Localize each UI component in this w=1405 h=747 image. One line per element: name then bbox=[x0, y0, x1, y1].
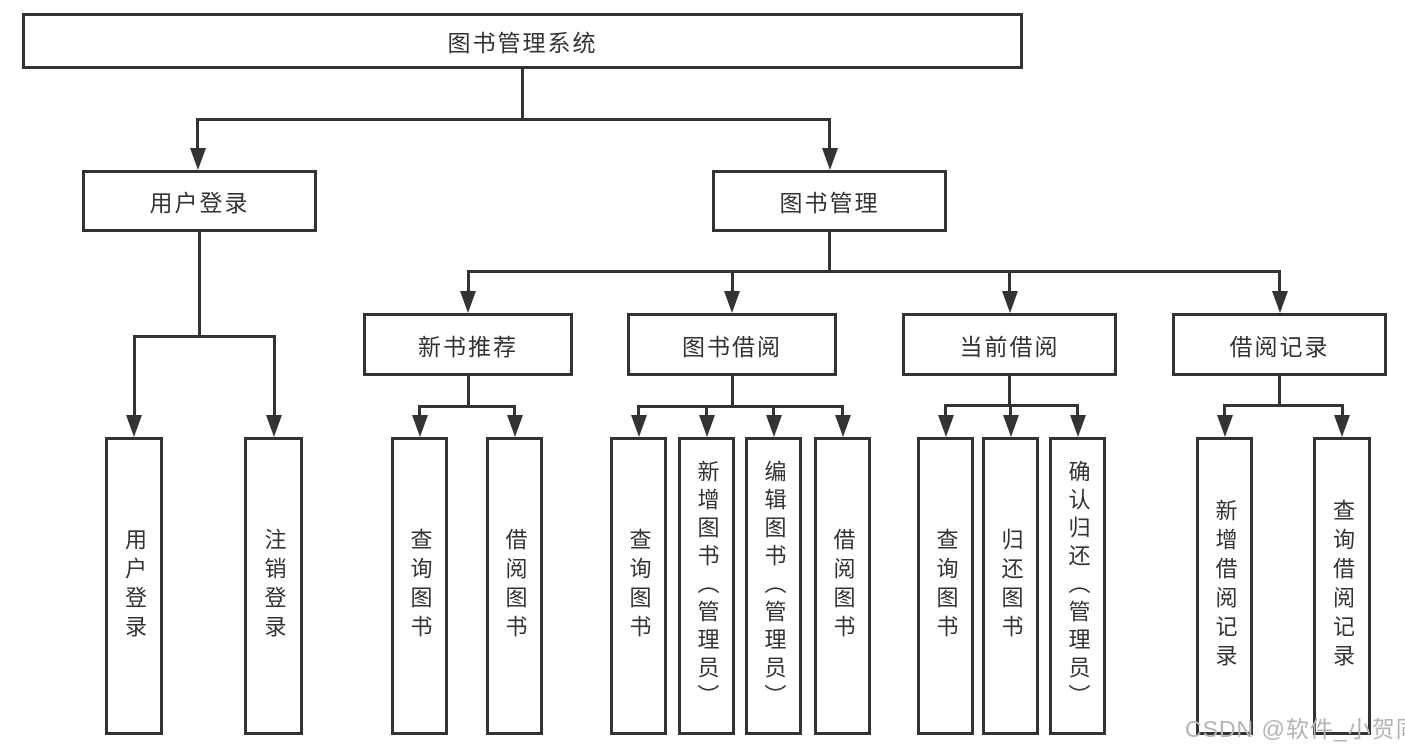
connector-line bbox=[133, 335, 276, 338]
arrowhead-icon bbox=[126, 415, 142, 437]
arrowhead-icon bbox=[834, 415, 851, 437]
connector-line bbox=[637, 405, 640, 418]
leaf-confirm-return-admin: 确认归还（管理员） bbox=[1049, 437, 1106, 735]
leaf-borrow-books-recommend: 借阅图书 bbox=[486, 437, 543, 735]
node-user-login: 用户登录 bbox=[82, 170, 317, 232]
connector-line bbox=[521, 69, 524, 121]
arrowhead-icon bbox=[506, 415, 523, 437]
node-current-borrowing: 当前借阅 bbox=[902, 313, 1117, 376]
leaf-query-books-borrowing: 查询图书 bbox=[610, 437, 667, 735]
leaf-logout: 注销登录 bbox=[244, 437, 303, 735]
connector-line bbox=[1076, 404, 1079, 418]
connector-line bbox=[1340, 404, 1344, 418]
connector-line bbox=[828, 118, 831, 150]
node-new-book-recommend: 新书推荐 bbox=[363, 313, 573, 376]
connector-line bbox=[272, 335, 276, 417]
node-book-borrowing: 图书借阅 bbox=[627, 313, 837, 376]
connector-line bbox=[1008, 376, 1011, 407]
connector-line bbox=[730, 270, 734, 293]
connector-line bbox=[705, 405, 708, 418]
node-library-system: 图书管理系统 bbox=[22, 13, 1023, 69]
arrowhead-icon bbox=[724, 291, 740, 313]
connector-line bbox=[196, 118, 831, 121]
connector-line bbox=[513, 405, 516, 418]
arrowhead-icon bbox=[1001, 291, 1018, 313]
csdn-watermark: CSDN @软件_小贺同学 bbox=[1185, 716, 1405, 742]
connector-line bbox=[637, 405, 844, 408]
connector-line bbox=[418, 405, 421, 418]
arrowhead-icon bbox=[189, 148, 206, 170]
arrowhead-icon bbox=[460, 291, 476, 313]
leaf-query-books-current: 查询图书 bbox=[917, 437, 974, 735]
arrowhead-icon bbox=[937, 415, 954, 437]
arrowhead-icon bbox=[765, 415, 782, 437]
connector-line bbox=[1009, 404, 1012, 418]
leaf-query-borrow-record: 查询借阅记录 bbox=[1313, 437, 1371, 735]
connector-line bbox=[828, 232, 831, 272]
connector-line bbox=[418, 405, 516, 408]
arrowhead-icon bbox=[821, 148, 838, 170]
arrowhead-icon bbox=[1216, 415, 1233, 437]
connector-line bbox=[196, 118, 199, 150]
arrowhead-icon bbox=[411, 415, 428, 437]
connector-line bbox=[1223, 404, 1343, 407]
arrowhead-icon bbox=[1334, 415, 1350, 437]
connector-line bbox=[730, 376, 734, 408]
arrowhead-icon bbox=[1271, 291, 1288, 313]
leaf-query-books-recommend: 查询图书 bbox=[391, 437, 448, 735]
connector-line bbox=[944, 404, 947, 418]
connector-line bbox=[841, 405, 844, 418]
arrowhead-icon bbox=[1069, 415, 1086, 437]
leaf-borrow-books-borrowing: 借阅图书 bbox=[814, 437, 871, 735]
leaf-edit-books-admin: 编辑图书（管理员） bbox=[745, 437, 802, 735]
connector-line bbox=[1008, 270, 1011, 293]
arrowhead-icon bbox=[1002, 415, 1019, 437]
node-borrowing-records: 借阅记录 bbox=[1172, 313, 1387, 376]
connector-line bbox=[1278, 270, 1281, 293]
node-book-management: 图书管理 bbox=[712, 170, 947, 232]
connector-line bbox=[198, 232, 201, 338]
connector-line bbox=[1223, 404, 1226, 418]
arrowhead-icon bbox=[630, 415, 647, 437]
leaf-add-borrow-record: 新增借阅记录 bbox=[1196, 437, 1253, 735]
arrowhead-icon bbox=[266, 415, 282, 437]
connector-line bbox=[467, 270, 1281, 273]
connector-line bbox=[772, 405, 775, 418]
leaf-add-books-admin: 新增图书（管理员） bbox=[678, 437, 735, 735]
connector-line bbox=[132, 335, 136, 417]
connector-line bbox=[1278, 376, 1281, 407]
connector-line bbox=[466, 376, 470, 408]
connector-line bbox=[466, 270, 470, 293]
leaf-user-login: 用户登录 bbox=[105, 437, 163, 735]
leaf-return-books: 归还图书 bbox=[982, 437, 1039, 735]
arrowhead-icon bbox=[698, 415, 715, 437]
